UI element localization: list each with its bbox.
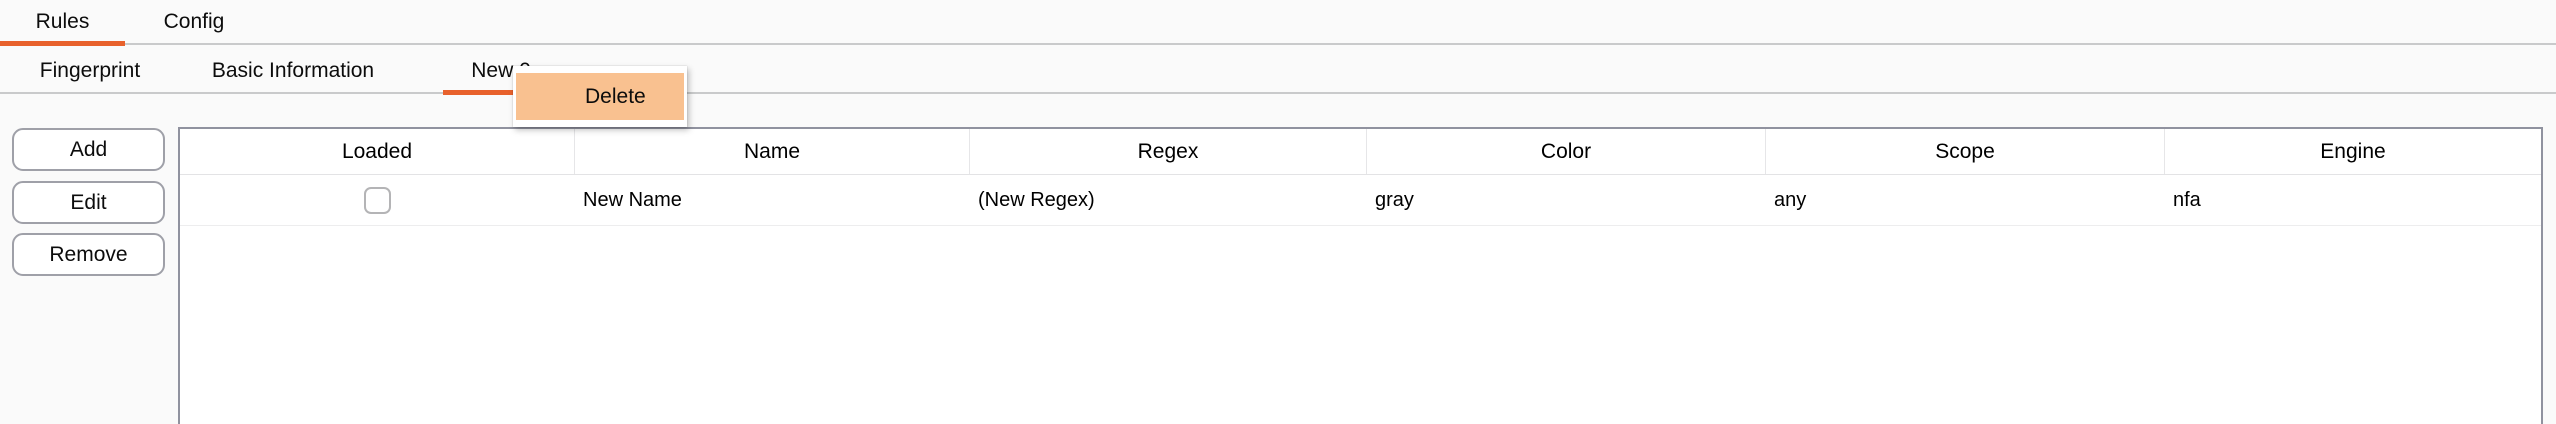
loaded-checkbox[interactable]: [364, 186, 391, 214]
column-header-regex[interactable]: Regex: [970, 129, 1367, 174]
column-header-name[interactable]: Name: [575, 129, 970, 174]
secondary-tab-separator: [0, 92, 2556, 94]
cell-color: gray: [1375, 188, 1414, 211]
active-tab-underline-primary: [0, 41, 125, 46]
rules-table: Loaded Name Regex Color Scope Engine New…: [178, 127, 2543, 424]
active-tab-underline-secondary: [443, 90, 559, 95]
cell-engine: nfa: [2173, 188, 2201, 211]
cell-name: New Name: [583, 188, 682, 211]
tab-fingerprint[interactable]: Fingerprint: [39, 59, 141, 82]
table-header-row: Loaded Name Regex Color Scope Engine: [180, 129, 2541, 175]
add-button[interactable]: Add: [12, 128, 165, 171]
primary-tab-separator: [0, 43, 2556, 45]
tab-basic-information[interactable]: Basic Information: [211, 59, 375, 82]
tab-rules[interactable]: Rules: [35, 10, 90, 33]
column-header-scope[interactable]: Scope: [1766, 129, 2165, 174]
table-row[interactable]: New Name (New Regex) gray any nfa: [180, 175, 2541, 226]
column-header-loaded[interactable]: Loaded: [180, 129, 575, 174]
edit-button[interactable]: Edit: [12, 181, 165, 224]
column-header-engine[interactable]: Engine: [2165, 129, 2541, 174]
cell-scope: any: [1774, 188, 1807, 211]
cell-loaded: [180, 186, 575, 214]
remove-button[interactable]: Remove: [12, 233, 165, 276]
primary-tab-bar: Rules Config: [0, 0, 2556, 43]
context-menu: Delete: [513, 66, 687, 127]
cell-regex: (New Regex): [978, 188, 1095, 211]
tab-config[interactable]: Config: [163, 10, 225, 33]
menu-item-delete[interactable]: Delete: [516, 73, 684, 120]
column-header-color[interactable]: Color: [1367, 129, 1766, 174]
